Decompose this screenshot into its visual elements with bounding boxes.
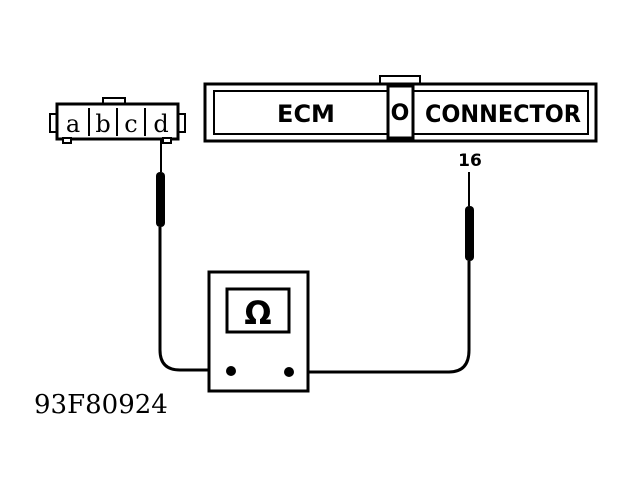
right-probe-wire bbox=[290, 261, 471, 374]
ecm-lock-section bbox=[386, 84, 415, 140]
pin-label-a: a bbox=[66, 110, 80, 138]
pin-label-d: d bbox=[153, 110, 168, 138]
ecm-label: ECM bbox=[277, 100, 335, 128]
pin-label-c: c bbox=[124, 110, 137, 138]
ohmmeter-terminal-right bbox=[284, 367, 294, 377]
pin-number-label: 16 bbox=[458, 151, 482, 171]
ecm-connector: O ECM CONNECTOR 16 bbox=[203, 75, 598, 171]
probe-leads bbox=[156, 138, 474, 374]
ohm-symbol-icon: Ω bbox=[244, 294, 271, 332]
left-probe-wire bbox=[158, 227, 230, 372]
figure-id: 93F80924 bbox=[34, 390, 168, 420]
connector-label: CONNECTOR bbox=[425, 100, 581, 128]
ohmmeter-display bbox=[225, 287, 291, 334]
left-probe-handle bbox=[156, 172, 165, 227]
right-probe-handle bbox=[465, 206, 474, 261]
ohmmeter-terminal-left bbox=[226, 366, 236, 376]
lock-icon: O bbox=[391, 101, 410, 126]
pin-label-b: b bbox=[95, 110, 110, 138]
connector-foot-right bbox=[162, 137, 172, 144]
harness-connector: a b c d bbox=[49, 97, 186, 144]
connector-foot-left bbox=[62, 137, 72, 144]
ohmmeter: Ω bbox=[207, 270, 310, 393]
